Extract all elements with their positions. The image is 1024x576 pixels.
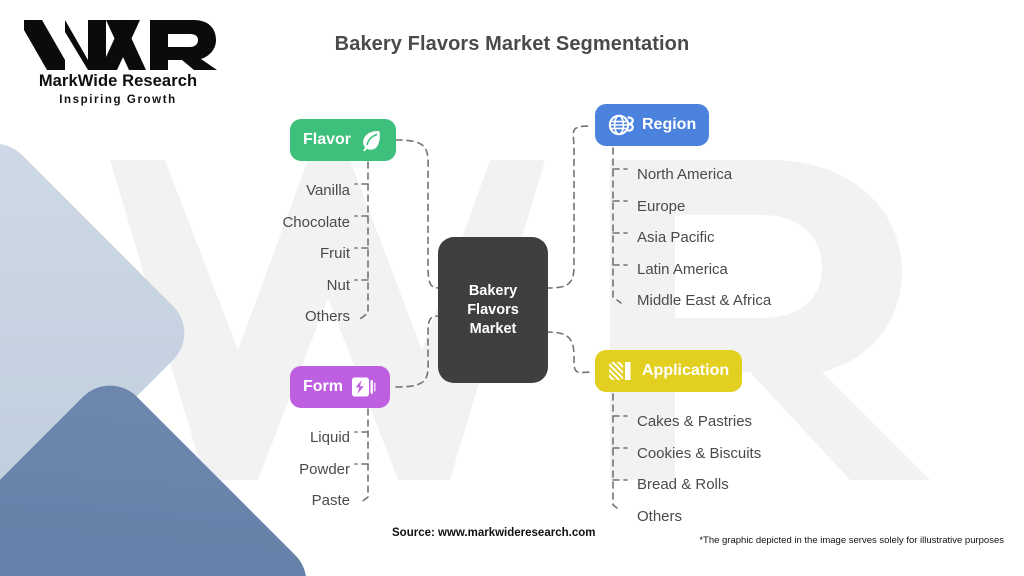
branch-badge-flavor[interactable]: Flavor [290,119,397,161]
branch-badge-application[interactable]: Application [595,350,743,392]
center-node-line-2: Flavors [467,301,519,318]
center-node-line-3: Market [469,320,517,337]
center-node-line-1: Bakery [468,282,518,299]
brand-logo: MarkWide Research Inspiring Growth [18,16,218,106]
list-item: Asia Pacific [637,229,715,246]
branch-badge-form[interactable]: Form [290,366,390,408]
center-node-label: Bakery Flavors Market [467,282,519,339]
logo-company-name: MarkWide Research [38,72,198,90]
list-item: Others [637,507,683,525]
logo-tagline: Inspiring Growth [59,94,177,106]
list-item: Liquid [309,429,350,446]
branch-items-application: Cakes & Pastries Cookies & Biscuits Brea… [637,406,761,532]
branch-label-form: Form [303,378,343,395]
branch-label-region: Region [642,116,697,133]
leaf-icon [359,128,383,152]
list-item: Bread & Rolls [637,476,729,493]
branch-items-region: North America Europe Asia Pacific Latin … [637,159,771,317]
list-item: Chocolate [282,213,350,231]
list-item: Paste [311,492,350,509]
branch-label-flavor: Flavor [303,131,352,148]
page-title: Bakery Flavors Market Segmentation [334,33,690,55]
document-bolt-icon [351,375,377,399]
branch-label-application: Application [642,362,730,379]
source-text: Source: www.markwideresearch.com [392,527,596,539]
logo-mark-icon [24,20,217,70]
list-item: Powder [299,460,350,478]
branch-items-flavor: Vanilla Chocolate Fruit Nut Others [190,175,350,333]
disclaimer-text: *The graphic depicted in the image serve… [699,535,1004,546]
list-item: Cakes & Pastries [637,413,753,430]
globe-icon [608,113,634,137]
list-item: Fruit [320,245,350,262]
list-item: Nut [326,276,350,294]
list-item: Latin America [637,260,728,278]
list-item: Cookies & Biscuits [637,444,762,462]
list-item: Europe [637,197,686,215]
center-node: Bakery Flavors Market [438,237,548,383]
branch-items-form: Liquid Powder Paste [190,422,350,517]
list-item: Vanilla [306,182,350,199]
list-item: Middle East & Africa [637,292,772,309]
branch-badge-region[interactable]: Region [595,104,710,146]
bar-chart-icon [608,359,634,383]
list-item: North America [637,166,733,183]
list-item: Others [304,308,350,325]
